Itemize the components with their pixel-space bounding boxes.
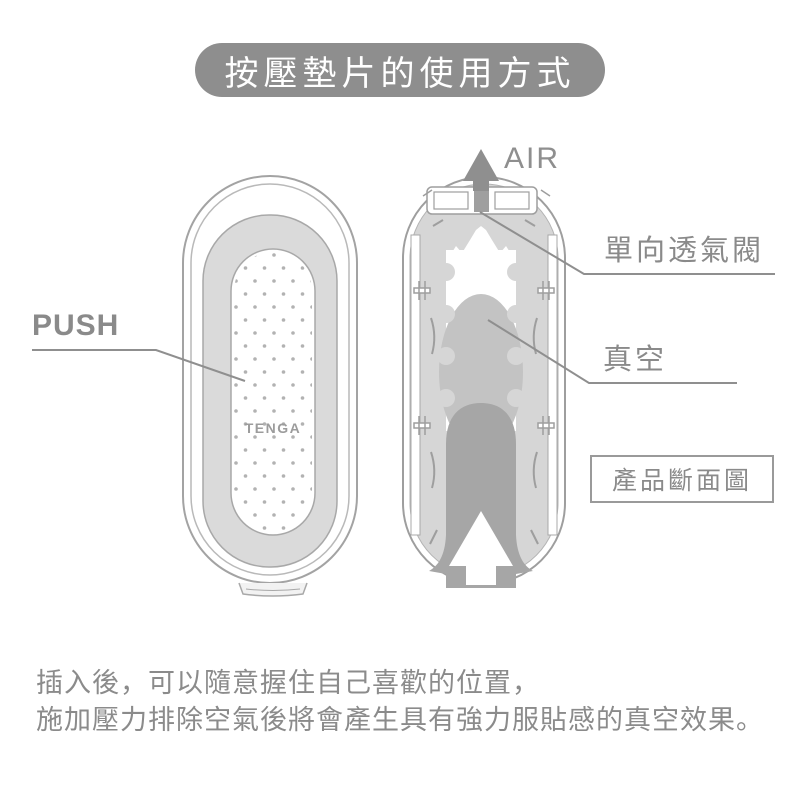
valve-stem xyxy=(474,186,489,212)
description-text: 插入後，可以隨意握住自己喜歡的位置， 施加壓力排除空氣後將會產生具有強力服貼感的… xyxy=(36,665,776,739)
insertion-column-flare-left xyxy=(429,535,446,574)
valve-ticks xyxy=(422,189,551,197)
product-base-line xyxy=(245,588,301,591)
valve-chamber-right xyxy=(494,191,530,210)
vacuum-label: 真空 xyxy=(603,344,668,376)
section-left-wall xyxy=(410,234,421,536)
insert-arrow-icon xyxy=(449,511,513,566)
push-label: PUSH xyxy=(32,309,120,342)
air-label: AIR xyxy=(504,142,561,175)
section-right-wall xyxy=(547,234,558,536)
description-line-1: 插入後，可以隨意握住自己喜歡的位置， xyxy=(36,668,540,698)
valve-chamber-left xyxy=(433,191,469,210)
page-title: 按壓墊片的使用方式 xyxy=(195,43,605,97)
air-arrow-icon xyxy=(463,149,499,191)
description-line-2: 施加壓力排除空氣後將會產生具有強力服貼感的真空效果。 xyxy=(36,705,764,735)
product-front-illustration: TENGA xyxy=(182,175,358,597)
insertion-column-flare-right xyxy=(516,535,533,574)
one-way-valve-label: 單向透氣閥 xyxy=(604,235,765,267)
cross-section-caption-box: 產品斷面圖 xyxy=(590,455,774,503)
cross-section-caption: 產品斷面圖 xyxy=(611,467,752,495)
press-pad-dot-texture xyxy=(234,252,312,532)
product-base-stand xyxy=(238,582,308,597)
cross-section-illustration xyxy=(402,149,566,588)
insert-arrow-shaft xyxy=(466,564,496,585)
tenga-logo: TENGA xyxy=(245,420,302,436)
side-clips xyxy=(413,281,555,435)
